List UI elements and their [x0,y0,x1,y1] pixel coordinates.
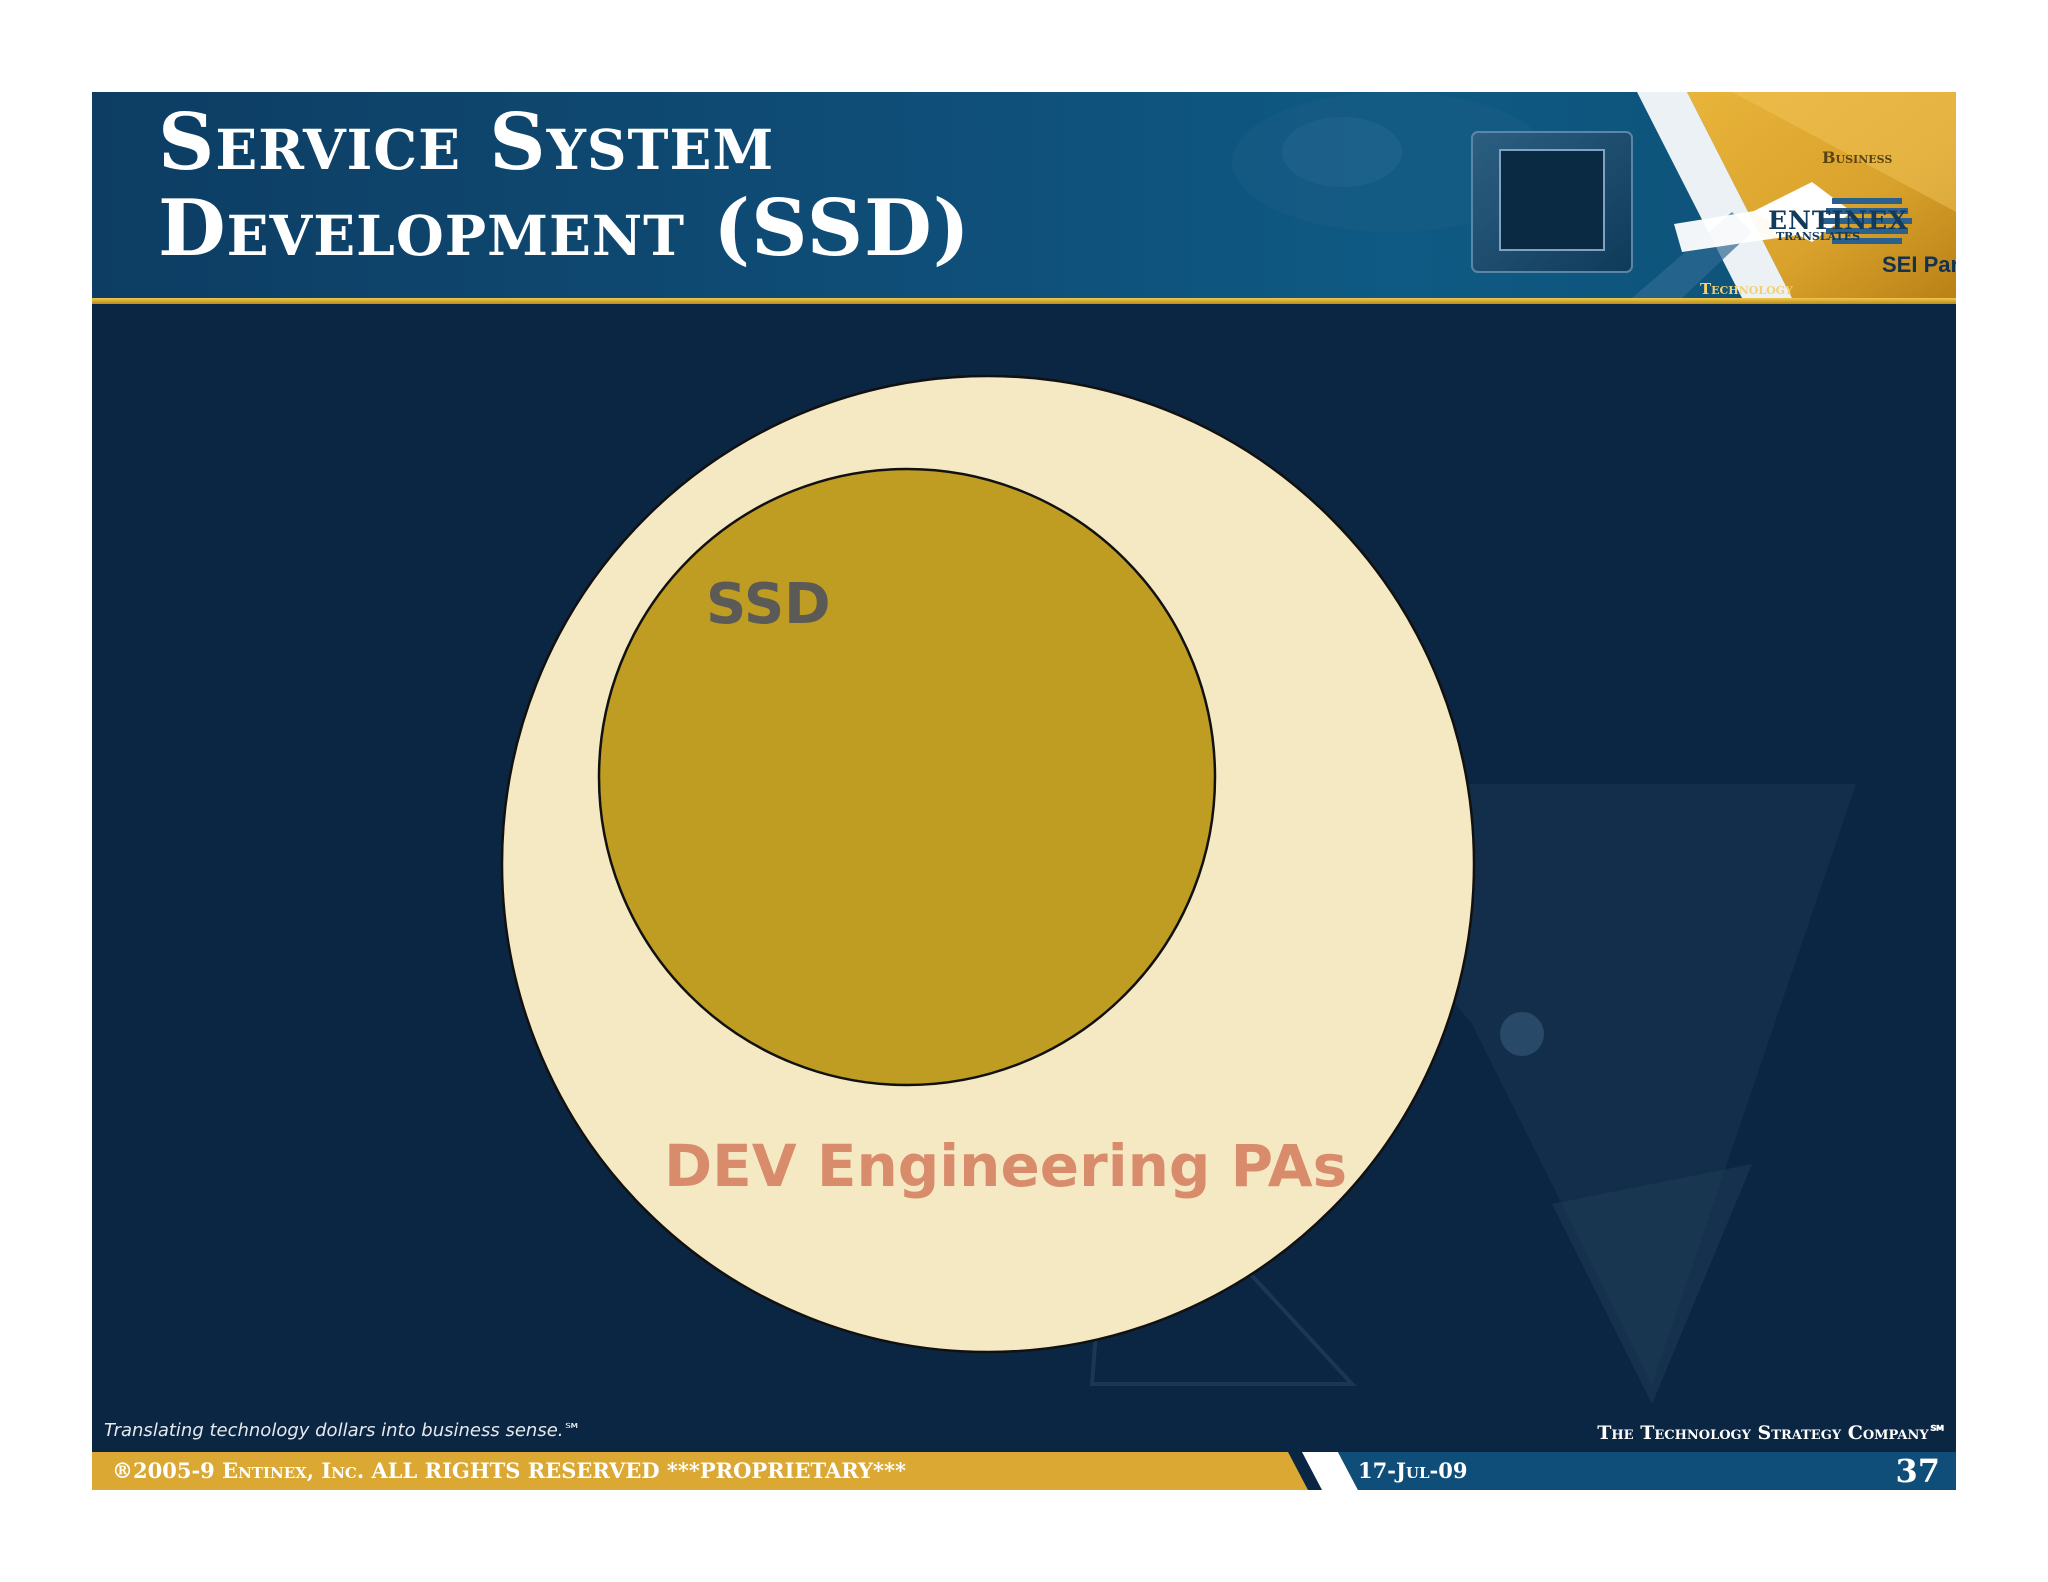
header-divider [92,298,1956,304]
entinex-badge [1674,202,1818,252]
sei-globe-icon [1822,198,1912,244]
footer-tagline: Translating technology dollars into busi… [104,1420,582,1441]
nested-circle-diagram: SSD DEV Engineering PAs [92,92,1956,1490]
outer-circle-label: DEV Engineering PAs [664,1132,1348,1200]
inner-circle-label: SSD [706,572,831,637]
page-number: 37 [1895,1452,1940,1490]
footer-bar [92,1452,1956,1490]
footer-copyright: ®2005-9 Entinex, Inc. ALL RIGHTS RESERVE… [112,1458,906,1483]
header-background-art [1232,92,1956,298]
slide-header: Service System Development (SSD) Busines… [92,92,1956,300]
chip-icon [1471,131,1633,273]
footer-company: The Technology Strategy Company℠ [1597,1422,1948,1444]
footer-date: 17-Jul-09 [1358,1458,1468,1483]
logo-brand-text: ENTINEX [1768,206,1909,235]
logo-technology-text: Technology [1700,280,1793,298]
slide-title: Service System Development (SSD) [158,97,971,274]
inner-circle [597,467,1217,1087]
diagram-canvas [500,374,1476,1354]
logo-brand-tagline: TRANSLATES [1776,230,1861,243]
slide: Service System Development (SSD) Busines… [92,92,1956,1490]
entinex-logo: Business ENTINEX TRANSLATES SEI Partner … [1396,92,1956,298]
logo-business-text: Business [1822,148,1893,167]
sei-partner-text: SEI Partner [1882,252,1956,277]
